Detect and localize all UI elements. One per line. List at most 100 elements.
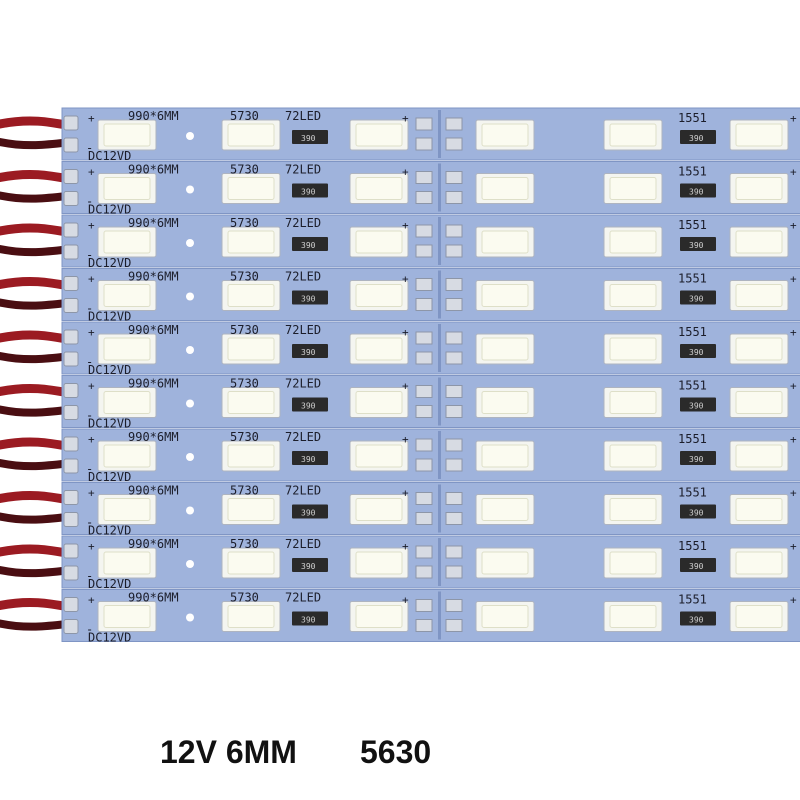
led-lens (609, 284, 657, 307)
led-lens (103, 605, 151, 628)
resistor-label: 390 (301, 509, 316, 518)
joint-pad (445, 492, 463, 505)
wire-black (0, 191, 76, 203)
plus-sign: + (402, 166, 409, 179)
strip-count-label: 72LED (285, 323, 321, 337)
wire-red (0, 383, 77, 398)
plus-sign: + (790, 487, 797, 500)
joint-pad (415, 117, 433, 131)
plus-sign: + (88, 112, 95, 125)
strip-count-label: 72LED (285, 591, 321, 605)
joint-pad (445, 224, 463, 238)
joint-pad (415, 458, 433, 472)
joint-pad (415, 619, 433, 632)
strip-size-label: 990*6MM (128, 591, 179, 605)
joint-pad (415, 171, 433, 184)
strip-voltage-label: DC12VD (88, 310, 131, 324)
strip-voltage-label: DC12VD (88, 203, 131, 217)
solder-pad (63, 619, 79, 634)
plus-sign: + (790, 380, 797, 393)
mounting-hole (186, 292, 194, 301)
solder-pad (63, 490, 79, 505)
led-lens (227, 551, 275, 575)
joint-pad (415, 278, 433, 291)
strip-board (61, 375, 800, 428)
led-lens (355, 551, 403, 575)
joint-pad (445, 545, 463, 559)
strip-size-label: 990*6MM (128, 484, 179, 498)
solder-pad (63, 458, 79, 474)
resistor (680, 237, 716, 251)
wire-black (0, 405, 76, 417)
plus-sign: + (88, 380, 95, 393)
led-lens (103, 337, 151, 361)
led-lens (735, 444, 783, 468)
strip-voltage-label: DC12VD (88, 417, 131, 431)
led-lens (609, 337, 657, 361)
strip-size-label: 990*6MM (128, 163, 179, 177)
strip-board (61, 428, 800, 482)
led-lens (103, 177, 151, 200)
led-lens (355, 177, 403, 200)
strip-voltage-label: DC12VD (88, 577, 131, 591)
solder-pad (63, 543, 79, 559)
resistor (292, 237, 328, 251)
strip-voltage-label: DC12VD (88, 470, 131, 484)
led-lens (355, 391, 403, 414)
wire-bundle (0, 116, 77, 631)
solder-pad (63, 169, 79, 184)
led-lens (481, 337, 529, 361)
led-lens (103, 498, 151, 521)
strip-marker-label: 1551 (678, 539, 707, 553)
resistor-label: 390 (689, 241, 704, 250)
joint-pad (415, 298, 433, 311)
led-lens (227, 498, 275, 521)
led-lens (103, 230, 151, 254)
led-lens (227, 605, 275, 628)
mounting-hole (186, 506, 194, 515)
strip-board (61, 161, 800, 214)
joint-pad (415, 512, 433, 525)
wire-black (0, 619, 76, 631)
wire-black (0, 352, 76, 364)
plus-sign: + (88, 540, 95, 553)
mounting-hole (186, 346, 194, 354)
joint-pad (415, 438, 433, 452)
led-lens (735, 391, 783, 414)
strip-joint (438, 217, 441, 265)
strip-marker-label: 1551 (678, 486, 707, 500)
led-lens (355, 284, 403, 307)
plus-sign: + (402, 433, 409, 446)
strip-size-label: 990*6MM (128, 270, 179, 284)
strip-marker-label: 1551 (678, 165, 707, 179)
wire-red (0, 490, 77, 505)
led-lens (227, 177, 275, 200)
wire-red (0, 437, 77, 452)
solder-pad (63, 115, 79, 131)
wire-red (0, 544, 77, 559)
strip-count-label: 72LED (285, 537, 321, 551)
strip-count-label: 72LED (285, 216, 321, 230)
resistor-label: 390 (301, 348, 316, 357)
joint-pad (445, 458, 463, 472)
wire-black (0, 459, 76, 471)
led-lens (609, 444, 657, 468)
mounting-hole (186, 399, 194, 408)
solder-pad (63, 298, 79, 313)
strip-marker-label: 1551 (678, 272, 707, 286)
joint-pad (415, 405, 433, 418)
mounting-hole (186, 613, 194, 622)
strip-joint (438, 377, 441, 426)
led-lens (355, 605, 403, 628)
minus-sign: - (86, 195, 93, 209)
plus-sign: + (790, 112, 797, 125)
joint-pad (445, 117, 463, 131)
minus-sign: - (86, 409, 93, 423)
solder-pad (63, 565, 79, 581)
minus-sign: - (86, 355, 93, 369)
plus-sign: + (402, 273, 409, 286)
wire-black (0, 245, 76, 257)
